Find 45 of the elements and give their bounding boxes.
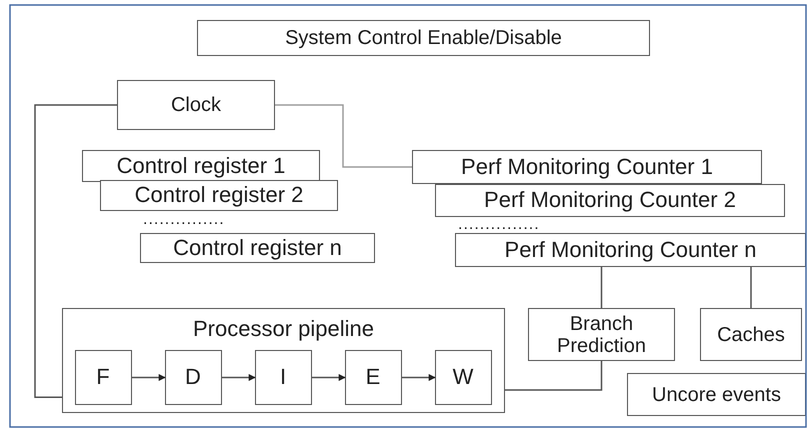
process-box bbox=[254, 350, 312, 404]
box-label: Perf Monitoring Counter 2 bbox=[484, 188, 736, 213]
arrow bbox=[132, 374, 166, 381]
box-label: F bbox=[96, 364, 110, 390]
box-label: Perf Monitoring Counter n bbox=[504, 238, 756, 262]
ellipsis-dots: ............... bbox=[143, 212, 225, 228]
process-box bbox=[528, 308, 675, 361]
process-box bbox=[627, 373, 806, 416]
process-box bbox=[100, 180, 338, 211]
arrow bbox=[402, 374, 436, 381]
process-box bbox=[82, 150, 320, 182]
arrow bbox=[312, 374, 346, 381]
box-label: D bbox=[185, 364, 201, 390]
process-box bbox=[700, 308, 802, 361]
process-box bbox=[455, 233, 806, 267]
connector-line bbox=[750, 267, 752, 308]
process-box bbox=[412, 150, 762, 184]
process-box bbox=[197, 20, 650, 56]
process-box bbox=[117, 80, 275, 130]
box-label: E bbox=[366, 364, 380, 390]
process-box bbox=[74, 350, 132, 404]
box-label: Control register n bbox=[173, 236, 342, 260]
arrow bbox=[222, 374, 256, 381]
process-box bbox=[164, 350, 222, 404]
process-box bbox=[434, 350, 492, 404]
process-box bbox=[435, 184, 785, 217]
box-label: Clock bbox=[170, 94, 221, 116]
process-box bbox=[344, 350, 402, 404]
box-label: I bbox=[280, 364, 286, 390]
box-label: W bbox=[452, 364, 474, 390]
connector-line bbox=[505, 361, 602, 391]
box-label: Control register 1 bbox=[116, 154, 286, 178]
connector-line bbox=[600, 267, 602, 308]
box-label: Uncore events bbox=[652, 384, 781, 406]
box-label: Branch Prediction bbox=[556, 312, 647, 356]
box-label: Control register 2 bbox=[134, 183, 304, 208]
ellipsis-dots: ............... bbox=[458, 217, 540, 233]
box-label: System Control Enable/Disable bbox=[285, 27, 562, 49]
connector-line bbox=[275, 104, 412, 168]
box-label: Processor pipeline bbox=[193, 317, 374, 342]
connector-line bbox=[34, 104, 117, 398]
box-label: Caches bbox=[717, 324, 785, 346]
process-box bbox=[140, 233, 375, 263]
box-label: Perf Monitoring Counter 1 bbox=[461, 154, 713, 180]
pipeline-container bbox=[62, 308, 505, 413]
